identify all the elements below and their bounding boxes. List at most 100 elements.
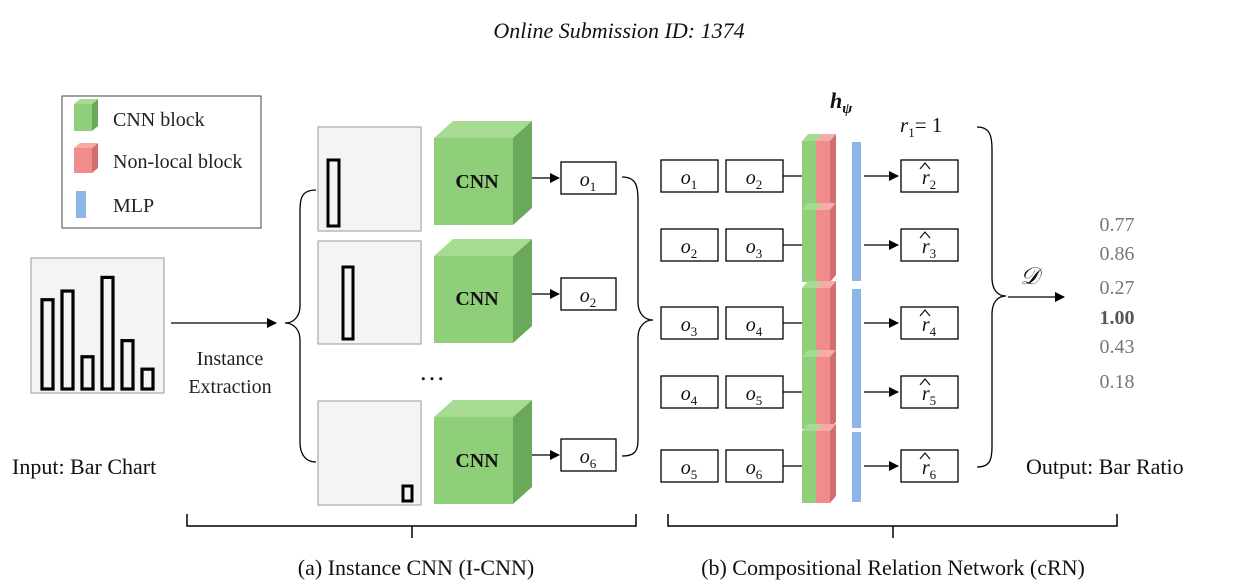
instance-panel-2 <box>317 240 422 345</box>
svg-text:o1: o1 <box>580 169 597 194</box>
crn-input-b-label: o3 <box>746 236 763 261</box>
instance-panel-6 <box>317 400 422 506</box>
submission-id-header: Online Submission ID: 1374 <box>493 18 744 43</box>
crn-output-box <box>900 375 959 409</box>
input-bar <box>40 298 55 391</box>
r1-label: r1= 1 <box>900 113 942 140</box>
input-bars <box>40 275 155 391</box>
crn-hpsi-block <box>802 203 836 282</box>
crn-title: hψ <box>830 88 853 117</box>
crn-input-b-box <box>725 375 784 409</box>
merge-brace <box>621 176 654 457</box>
hat-icon <box>919 378 931 386</box>
instance-panels <box>317 126 422 506</box>
cnn-cubes: CNN CNN CNN <box>434 121 532 504</box>
input-bar <box>60 289 75 391</box>
crn-mlp <box>852 289 861 359</box>
legend-cnn-swatch <box>74 99 98 131</box>
instance-6-bar <box>401 484 414 503</box>
instance-ellipsis: … <box>419 357 445 386</box>
crn-input-b-label: o5 <box>746 383 763 408</box>
crn-input-a-label: o3 <box>681 314 698 339</box>
extraction-label-line2: Extraction <box>188 376 271 398</box>
crn-bracket <box>667 514 1118 538</box>
crn-mlp <box>852 432 861 502</box>
crn-input-a-box <box>660 449 719 483</box>
instance-2-bar <box>341 265 355 341</box>
crn-output-label: r3 <box>922 236 936 261</box>
d-operator: 𝒟 <box>1020 264 1044 290</box>
crn-mlp <box>852 358 861 428</box>
input-bar-chart <box>30 257 165 394</box>
crn-row: o2 o3 r3 <box>660 203 959 282</box>
extraction-label-line1: Instance <box>197 348 264 370</box>
crn-input-b-label: o2 <box>746 167 763 192</box>
input-label: Input: Bar Chart <box>12 454 156 479</box>
cnn-cube-1: CNN <box>434 121 532 225</box>
input-bar <box>140 367 155 391</box>
crn-hpsi-block <box>802 424 836 503</box>
crn-rows: o1 o2 r2 o2 o3 r3 o3 o4 r4 o4 o5 r5 o5 o6 r6 <box>660 134 959 503</box>
input-bar <box>100 275 115 391</box>
hat-icon <box>919 309 931 317</box>
svg-text:o6: o6 <box>580 446 597 471</box>
fanout-brace <box>284 189 317 463</box>
cnn-cube-6: CNN <box>434 400 532 504</box>
crn-row: o1 o2 r2 <box>660 134 959 213</box>
crn-output-box <box>900 159 959 193</box>
output-value: 0.86 <box>1100 243 1135 265</box>
legend-nonlocal-label: Non-local block <box>113 151 242 173</box>
crn-input-b-box <box>725 306 784 340</box>
crn-output-box <box>900 449 959 483</box>
input-chart-panel <box>30 257 165 394</box>
instance-1-bar <box>326 158 341 228</box>
crn-row: o3 o4 r4 <box>660 281 959 360</box>
crn-input-b-box <box>725 449 784 483</box>
crn-input-a-box <box>660 306 719 340</box>
hat-icon <box>919 452 931 460</box>
hat-icon <box>919 162 931 170</box>
crn-output-label: r5 <box>922 383 936 408</box>
cnn-cube-6-label: CNN <box>455 450 499 472</box>
icnn-output-o6: o6 <box>560 438 617 472</box>
crn-input-a-box <box>660 159 719 193</box>
crn-output-label: r4 <box>922 314 937 339</box>
crn-output-box <box>900 228 959 262</box>
output-value: 1.00 <box>1100 307 1135 329</box>
crn-input-a-label: o2 <box>681 236 698 261</box>
hat-icon <box>919 231 931 239</box>
crn-input-a-box <box>660 375 719 409</box>
output-value: 0.18 <box>1100 371 1135 393</box>
output-values: 0.770.860.271.000.430.18 <box>1100 214 1135 393</box>
input-bar <box>120 339 135 391</box>
crn-row: o4 o5 r5 <box>660 350 959 429</box>
crn-input-b-label: o6 <box>746 457 763 482</box>
crn-row: o5 o6 r6 <box>660 424 959 503</box>
icnn-output-o1: o1 <box>560 161 617 195</box>
crn-hpsi-block <box>802 281 836 360</box>
crn-input-b-box <box>725 228 784 262</box>
crn-input-a-box <box>660 228 719 262</box>
cnn-cube-2-label: CNN <box>455 288 499 310</box>
output-label: Output: Bar Ratio <box>1026 454 1184 479</box>
crn-mlp <box>852 211 861 281</box>
icnn-caption: (a) Instance CNN (I-CNN) <box>298 555 534 580</box>
crn-output-label: r6 <box>922 457 937 482</box>
crn-hpsi-block <box>802 350 836 429</box>
crn-input-b-label: o4 <box>746 314 763 339</box>
legend-cnn-label: CNN block <box>113 109 205 131</box>
legend-mlp-swatch <box>76 191 86 218</box>
crn-input-a-label: o5 <box>681 457 698 482</box>
instance-panel-1 <box>317 126 422 232</box>
crn-caption: (b) Compositional Relation Network (cRN) <box>701 555 1085 580</box>
output-value: 0.77 <box>1100 214 1135 236</box>
crn-output-box <box>900 306 959 340</box>
crn-output-label: r2 <box>922 167 936 192</box>
crn-input-a-label: o4 <box>681 383 698 408</box>
cnn-cube-1-label: CNN <box>455 171 499 193</box>
crn-hpsi-block <box>802 134 836 213</box>
crn-input-a-label: o1 <box>681 167 698 192</box>
input-bar <box>80 355 95 391</box>
icnn-output-o2: o2 <box>560 277 617 311</box>
